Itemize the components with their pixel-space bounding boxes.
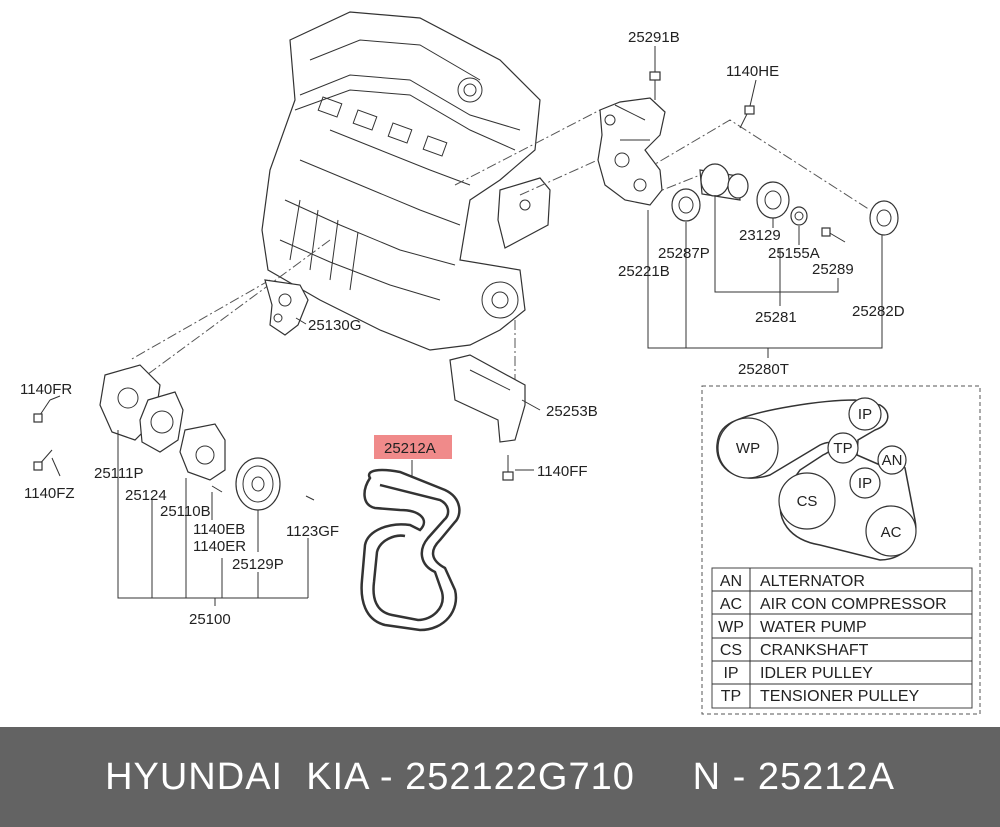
label-25124: 25124	[125, 487, 167, 504]
pulley-ac-label: AC	[881, 524, 902, 541]
pulley-an	[877, 445, 907, 475]
label-25212a: 25212A	[384, 440, 436, 457]
label-25280t: 25280T	[738, 361, 789, 378]
legend-desc-3: CRANKSHAFT	[760, 642, 869, 659]
label-1140fz: 1140FZ	[24, 485, 75, 502]
pulley-wp-label: WP	[736, 440, 760, 457]
label-23129: 23129	[739, 227, 781, 244]
legend-code-1: AC	[720, 596, 742, 613]
water-pump-group	[33, 364, 315, 511]
label-25221b: 25221B	[618, 263, 670, 280]
legend-desc-0: ALTERNATOR	[760, 573, 865, 590]
legend-table: AN ALTERNATOR AC AIR CON COMPRESSOR WP W…	[711, 567, 973, 709]
pulley-ac	[865, 505, 917, 557]
legend-desc-1: AIR CON COMPRESSOR	[760, 596, 947, 613]
pulley-tp	[827, 432, 859, 464]
belt-diagram-frame	[701, 385, 981, 715]
legend-code-0: AN	[720, 573, 742, 590]
label-25110b: 25110B	[160, 503, 211, 520]
pulley-an-label: AN	[882, 452, 903, 469]
gasket-25130g	[264, 279, 309, 336]
pulley-ip-top	[848, 397, 882, 431]
pulley-tp-label: TP	[833, 440, 852, 457]
drive-belt-25212a	[360, 468, 461, 632]
label-25291b: 25291B	[628, 29, 680, 46]
legend-code-2: WP	[718, 619, 744, 636]
label-1123gf: 1123GF	[286, 523, 339, 540]
pulley-cs-label: CS	[797, 493, 818, 510]
label-25130g: 25130G	[308, 317, 361, 334]
legend-desc-4: IDLER PULLEY	[760, 665, 873, 682]
leader-lines	[49, 46, 883, 606]
highlight-box-25212a	[374, 435, 452, 459]
legend-code-3: CS	[720, 642, 742, 659]
label-25111p: 25111P	[94, 465, 144, 482]
belt-routing-diagram: WP IP TP AN IP CS AC AN ALTERNATOR AC AI…	[701, 385, 981, 715]
bracket-25253b	[449, 354, 526, 481]
legend-desc-5: TENSIONER PULLEY	[760, 688, 919, 705]
pulley-wp	[717, 417, 779, 479]
label-1140ff: 1140FF	[537, 463, 588, 480]
legend-desc-2: WATER PUMP	[760, 619, 867, 636]
label-1140er: 1140ER	[193, 538, 246, 555]
pulley-cs	[778, 472, 836, 530]
label-25281: 25281	[755, 309, 797, 326]
label-1140he: 1140HE	[726, 63, 779, 80]
label-1140eb: 1140EB	[193, 521, 245, 538]
parts-diagram: 25291B 1140HE 23129 25155A 25287P 25221B…	[20, 11, 981, 715]
part-labels: 25291B 1140HE 23129 25155A 25287P 25221B…	[20, 29, 905, 628]
label-25155a: 25155A	[768, 245, 820, 262]
pulley-ip-lower-label: IP	[858, 475, 872, 492]
pulley-ip-top-label: IP	[858, 406, 872, 423]
label-25100: 25100	[189, 611, 231, 628]
engine-block	[261, 11, 551, 351]
footer-banner: HYUNDAI KIA - 252122G710 N - 25212A	[0, 727, 1000, 827]
label-25289: 25289	[812, 261, 854, 278]
legend-code-4: IP	[723, 665, 738, 682]
tensioner-assembly	[597, 71, 899, 243]
label-25129p: 25129P	[232, 556, 284, 573]
footer-part-number: HYUNDAI KIA - 252122G710 N - 25212A	[105, 755, 895, 798]
label-25287p: 25287P	[658, 245, 710, 262]
guide-lines	[129, 109, 871, 385]
pulley-ip-lower	[849, 467, 881, 499]
label-1140fr: 1140FR	[20, 381, 72, 398]
legend-code-5: TP	[721, 688, 741, 705]
label-25253b: 25253B	[546, 403, 598, 420]
label-25282d: 25282D	[852, 303, 905, 320]
